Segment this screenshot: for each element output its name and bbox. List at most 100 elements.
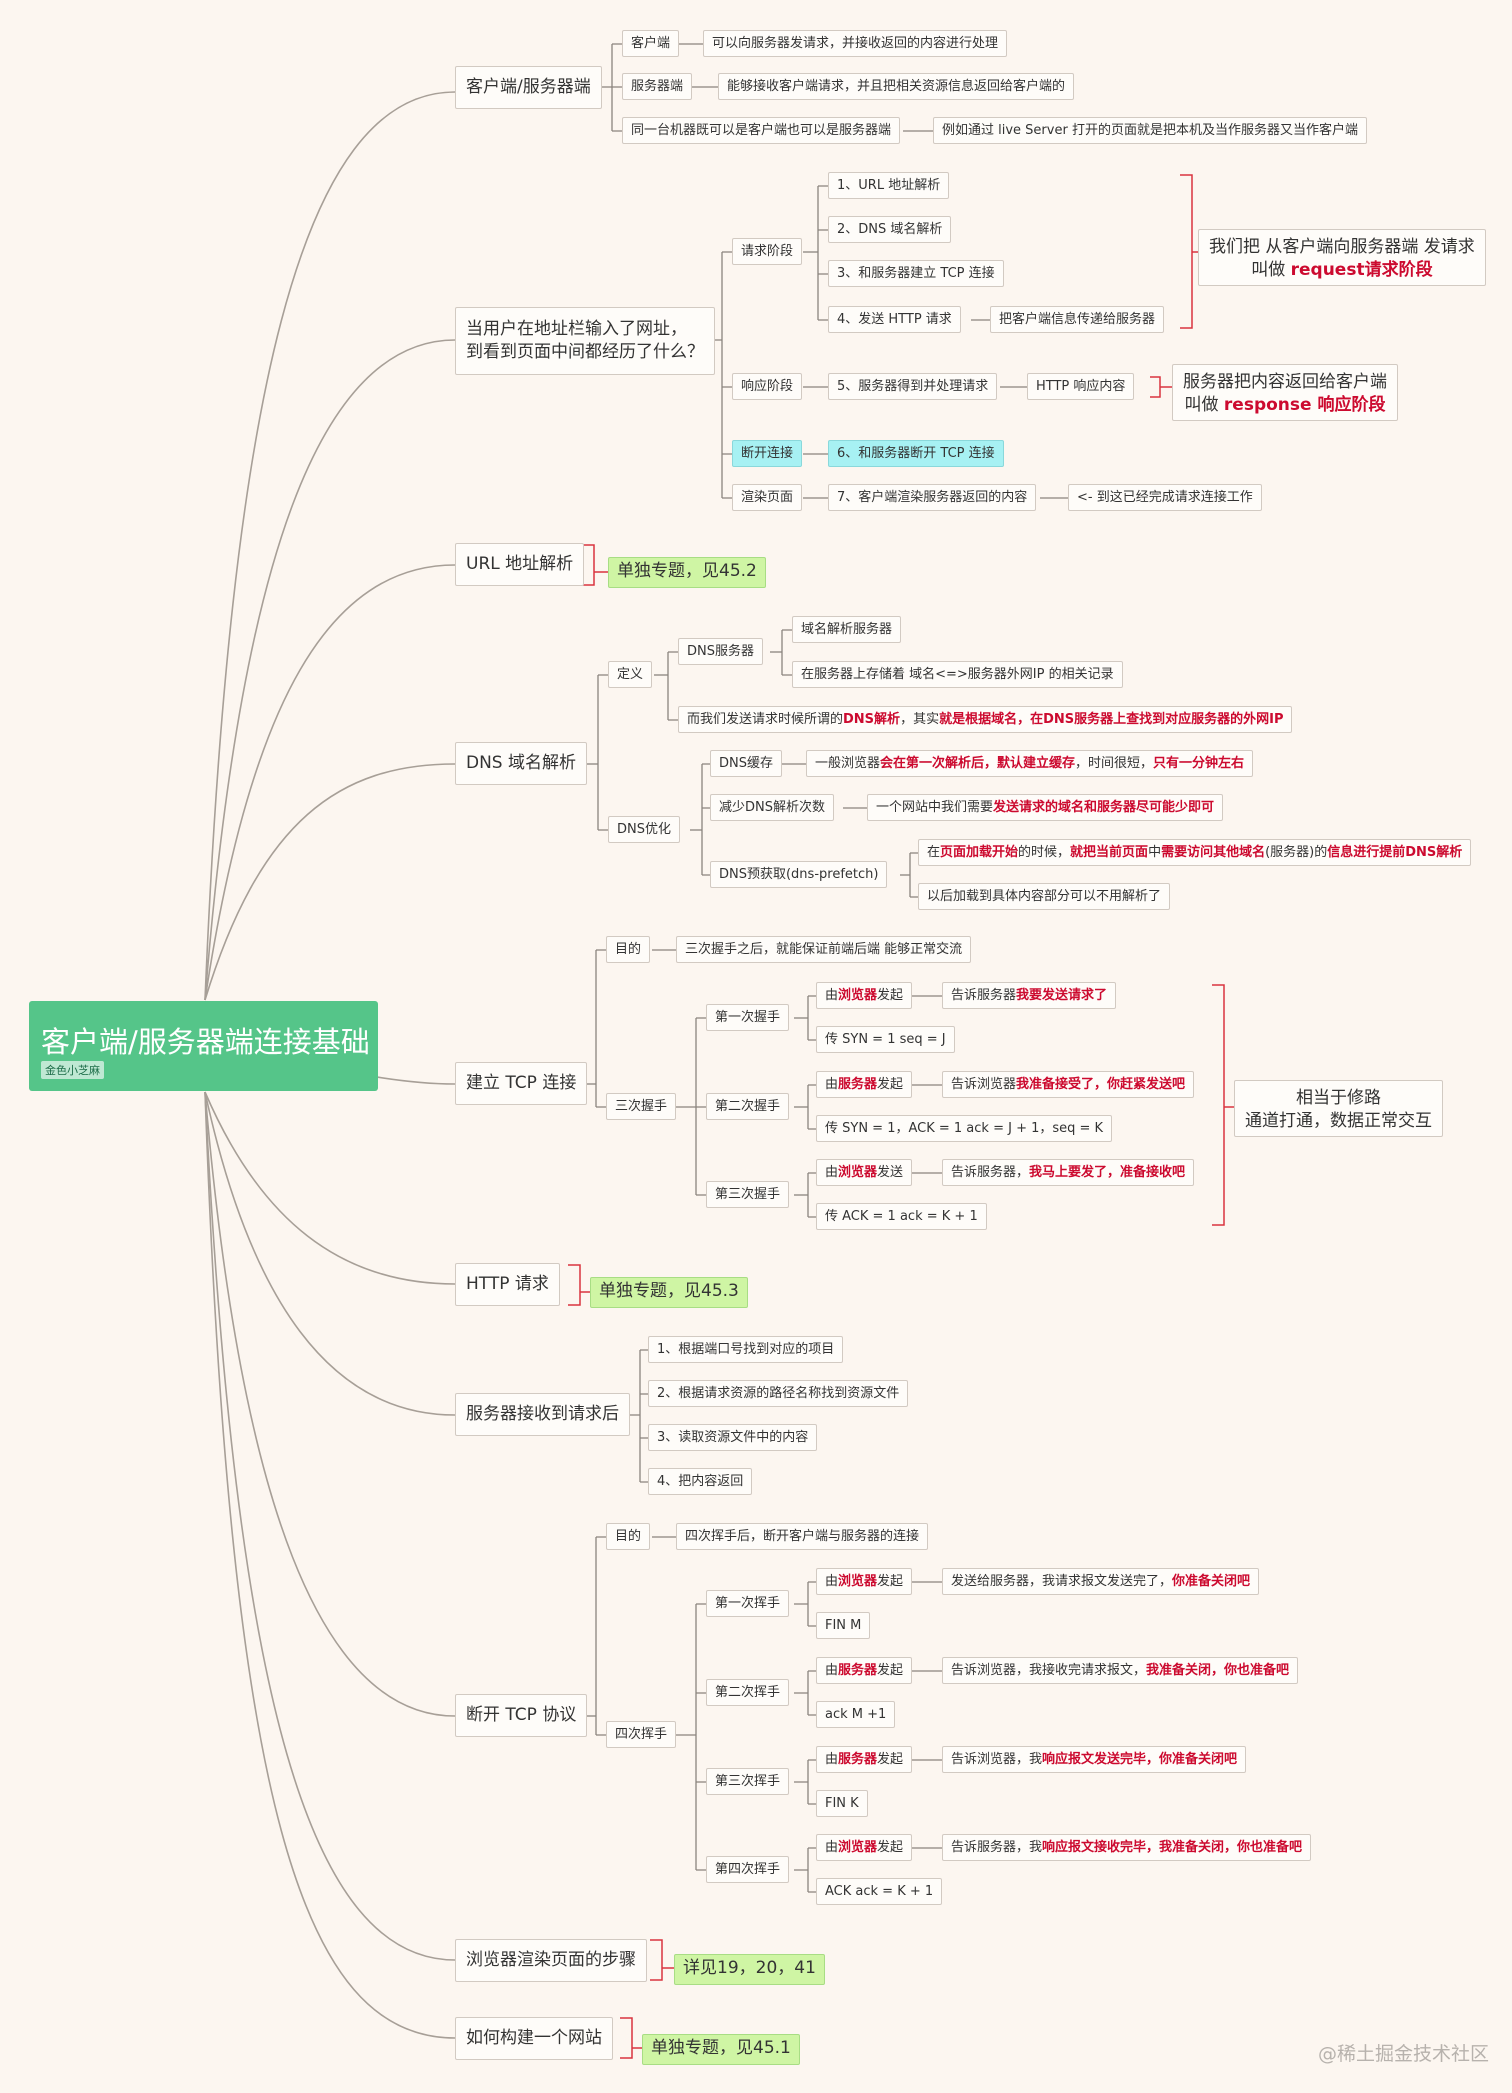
node-handshake-3-desc[interactable]: 告诉服务器，我马上要发了，准备接收吧 — [942, 1159, 1195, 1186]
node-dns-prefetch-desc2[interactable]: 以后加载到具体内容部分可以不用解析了 — [918, 883, 1171, 910]
node-client[interactable]: 客户端 — [622, 30, 680, 57]
step-tcp-connect[interactable]: 3、和服务器建立 TCP 连接 — [828, 260, 1004, 287]
note-url-parse[interactable]: 单独专题，见45.2 — [608, 557, 766, 588]
node-handshake-2-packet[interactable]: 传 SYN = 1，ACK = 1 ack = J + 1，seq = K — [816, 1115, 1113, 1142]
node-handshake-1[interactable]: 第一次握手 — [706, 1004, 790, 1031]
topic-dns[interactable]: DNS 域名解析 — [455, 742, 588, 785]
node-dns-server-desc1[interactable]: 域名解析服务器 — [792, 616, 902, 643]
node-dns-prefetch[interactable]: DNS预获取(dns-prefetch) — [710, 861, 888, 888]
node-server-desc[interactable]: 能够接收客户端请求，并且把相关资源信息返回给客户端的 — [718, 73, 1075, 100]
w3-d2: 响应报文发送完毕，你准备关闭吧 — [1042, 1752, 1238, 1767]
node-same-machine[interactable]: 同一台机器既可以是客户端也可以是服务器端 — [622, 117, 901, 144]
node-client-desc[interactable]: 可以向服务器发请求，并接收返回的内容进行处理 — [703, 30, 1008, 57]
node-wave-4-packet[interactable]: ACK ack = K + 1 — [816, 1878, 943, 1905]
node-handshake-1-initiator[interactable]: 由浏览器发起 — [816, 982, 913, 1009]
h3-p2: 浏览器 — [838, 1165, 878, 1180]
step-server-4[interactable]: 4、把内容返回 — [648, 1468, 753, 1495]
node-server[interactable]: 服务器端 — [622, 73, 693, 100]
node-wave-2-desc[interactable]: 告诉浏览器，我接收完请求报文，我准备关闭，你也准备吧 — [942, 1657, 1299, 1684]
node-wave-1-desc[interactable]: 发送给服务器，我请求报文发送完了，你准备关闭吧 — [942, 1568, 1260, 1595]
node-handshake-1-packet[interactable]: 传 SYN = 1 seq = J — [816, 1026, 955, 1053]
node-tcp-purpose[interactable]: 目的 — [606, 936, 651, 963]
node-wave-2[interactable]: 第二次挥手 — [706, 1679, 790, 1706]
node-handshake-3-packet[interactable]: 传 ACK = 1 ack = K + 1 — [816, 1203, 987, 1230]
node-wave-4[interactable]: 第四次挥手 — [706, 1856, 790, 1883]
node-render[interactable]: 渲染页面 — [732, 484, 803, 511]
step-tcp-close[interactable]: 6、和服务器断开 TCP 连接 — [828, 440, 1004, 467]
node-tcp-purpose-desc[interactable]: 三次握手之后，就能保证前端后端 能够正常交流 — [676, 936, 972, 963]
w4-d1: 告诉服务器，我 — [951, 1840, 1043, 1855]
step-server-process[interactable]: 5、服务器得到并处理请求 — [828, 373, 998, 400]
sec8-lines — [580, 1536, 942, 1893]
topic-server-handle[interactable]: 服务器接收到请求后 — [455, 1393, 630, 1436]
note-request-phase[interactable]: 我们把 从客户端向服务器端 发请求 叫做 request请求阶段 — [1198, 229, 1486, 286]
node-handshake-2[interactable]: 第二次握手 — [706, 1093, 790, 1120]
node-handshake-3[interactable]: 第三次握手 — [706, 1181, 790, 1208]
node-handshake-2-initiator[interactable]: 由服务器发起 — [816, 1071, 913, 1098]
node-disconnect[interactable]: 断开连接 — [732, 440, 803, 467]
node-response-phase[interactable]: 响应阶段 — [732, 373, 803, 400]
node-handshake-3-initiator[interactable]: 由浏览器发送 — [816, 1159, 913, 1186]
step-url-parse[interactable]: 1、URL 地址解析 — [828, 172, 950, 199]
w2-p2: 服务器 — [838, 1663, 878, 1678]
step-server-2[interactable]: 2、根据请求资源的路径名称找到资源文件 — [648, 1380, 909, 1407]
node-handshake-1-desc[interactable]: 告诉服务器我要发送请求了 — [942, 982, 1117, 1009]
node-dns-reduce[interactable]: 减少DNS解析次数 — [710, 794, 834, 821]
node-dns-optimize[interactable]: DNS优化 — [608, 816, 680, 843]
topic-browser-render[interactable]: 浏览器渲染页面的步骤 — [455, 1939, 647, 1982]
note-http-request[interactable]: 单独专题，见45.3 — [590, 1277, 748, 1308]
node-wave-3[interactable]: 第三次挥手 — [706, 1768, 790, 1795]
h3-p3: 发送 — [877, 1165, 904, 1180]
step-server-3[interactable]: 3、读取资源文件中的内容 — [648, 1424, 818, 1451]
note-response-term: response 响应阶段 — [1223, 395, 1386, 415]
step-dns[interactable]: 2、DNS 域名解析 — [828, 216, 952, 243]
node-wave-2-initiator[interactable]: 由服务器发起 — [816, 1657, 913, 1684]
topic-client-server[interactable]: 客户端/服务器端 — [455, 66, 602, 109]
node-wave-1[interactable]: 第一次挥手 — [706, 1590, 790, 1617]
step-render[interactable]: 7、客户端渲染服务器返回的内容 — [828, 484, 1037, 511]
root-node[interactable]: 客户端/服务器端连接基础 金色小芝麻 — [29, 1001, 378, 1091]
node-wave-1-initiator[interactable]: 由浏览器发起 — [816, 1568, 913, 1595]
node-dns-prefetch-desc1[interactable]: 在页面加载开始的时候，就把当前页面中需要访问其他域名(服务器)的信息进行提前DN… — [918, 839, 1472, 866]
note-build-site[interactable]: 单独专题，见45.1 — [642, 2034, 800, 2065]
node-close-purpose-desc[interactable]: 四次挥手后，断开客户端与服务器的连接 — [676, 1523, 929, 1550]
node-wave-4-desc[interactable]: 告诉服务器，我响应报文接收完毕，我准备关闭，你也准备吧 — [942, 1834, 1312, 1861]
node-wave-1-packet[interactable]: FIN M — [816, 1612, 871, 1639]
topic-url-parse[interactable]: URL 地址解析 — [455, 543, 585, 586]
step-server-1[interactable]: 1、根据端口号找到对应的项目 — [648, 1336, 844, 1363]
node-dns-server[interactable]: DNS服务器 — [678, 638, 763, 665]
node-wave-4-initiator[interactable]: 由浏览器发起 — [816, 1834, 913, 1861]
w4-p2: 浏览器 — [838, 1840, 878, 1855]
node-wave-3-packet[interactable]: FIN K — [816, 1790, 868, 1817]
topic-tcp-connect[interactable]: 建立 TCP 连接 — [455, 1062, 588, 1105]
node-dns-definition-desc[interactable]: 而我们发送请求时候所谓的DNS解析，其实就是根据域名，在DNS服务器上查找到对应… — [678, 706, 1293, 733]
step-render-desc[interactable]: <- 到这已经完成请求连接工作 — [1068, 484, 1262, 511]
topic-tcp-close[interactable]: 断开 TCP 协议 — [455, 1694, 588, 1737]
node-wave-3-initiator[interactable]: 由服务器发起 — [816, 1746, 913, 1773]
note-browser-render[interactable]: 详见19，20，41 — [674, 1954, 825, 1985]
dns-def-part3: ，其实 — [900, 712, 940, 727]
step-send-http-desc[interactable]: 把客户端信息传递给服务器 — [990, 306, 1165, 333]
note-response-phase[interactable]: 服务器把内容返回给客户端 叫做 response 响应阶段 — [1172, 364, 1398, 421]
node-three-way-handshake[interactable]: 三次握手 — [606, 1093, 677, 1120]
topic-http-request[interactable]: HTTP 请求 — [455, 1263, 560, 1306]
node-dns-cache-desc[interactable]: 一般浏览器会在第一次解析后，默认建立缓存，时间很短，只有一分钟左右 — [806, 750, 1254, 777]
step-http-response[interactable]: HTTP 响应内容 — [1027, 373, 1135, 400]
node-dns-server-desc2[interactable]: 在服务器上存储着 域名<=>服务器外网IP 的相关记录 — [792, 661, 1123, 688]
node-wave-3-desc[interactable]: 告诉浏览器，我响应报文发送完毕，你准备关闭吧 — [942, 1746, 1247, 1773]
h1-p2: 浏览器 — [838, 988, 878, 1003]
node-four-way-wave[interactable]: 四次挥手 — [606, 1721, 677, 1748]
node-wave-2-packet[interactable]: ack M +1 — [816, 1701, 896, 1728]
step-send-http[interactable]: 4、发送 HTTP 请求 — [828, 306, 961, 333]
note-tcp-road[interactable]: 相当于修路 通道打通，数据正常交互 — [1234, 1080, 1443, 1137]
topic-url-journey[interactable]: 当用户在地址栏输入了网址， 到看到页面中间都经历了什么？ — [455, 307, 715, 375]
node-dns-definition[interactable]: 定义 — [608, 661, 653, 688]
pf-part4: 就把当前页面 — [1070, 845, 1149, 860]
node-close-purpose[interactable]: 目的 — [606, 1523, 651, 1550]
node-dns-cache[interactable]: DNS缓存 — [710, 750, 782, 777]
node-dns-reduce-desc[interactable]: 一个网站中我们需要发送请求的域名和服务器尽可能少即可 — [867, 794, 1224, 821]
node-same-machine-desc[interactable]: 例如通过 live Server 打开的页面就是把本机及当作服务器又当作客户端 — [933, 117, 1367, 144]
node-request-phase[interactable]: 请求阶段 — [732, 238, 803, 265]
node-handshake-2-desc[interactable]: 告诉浏览器我准备接受了，你赶紧发送吧 — [942, 1071, 1195, 1098]
topic-build-site[interactable]: 如何构建一个网站 — [455, 2017, 613, 2060]
